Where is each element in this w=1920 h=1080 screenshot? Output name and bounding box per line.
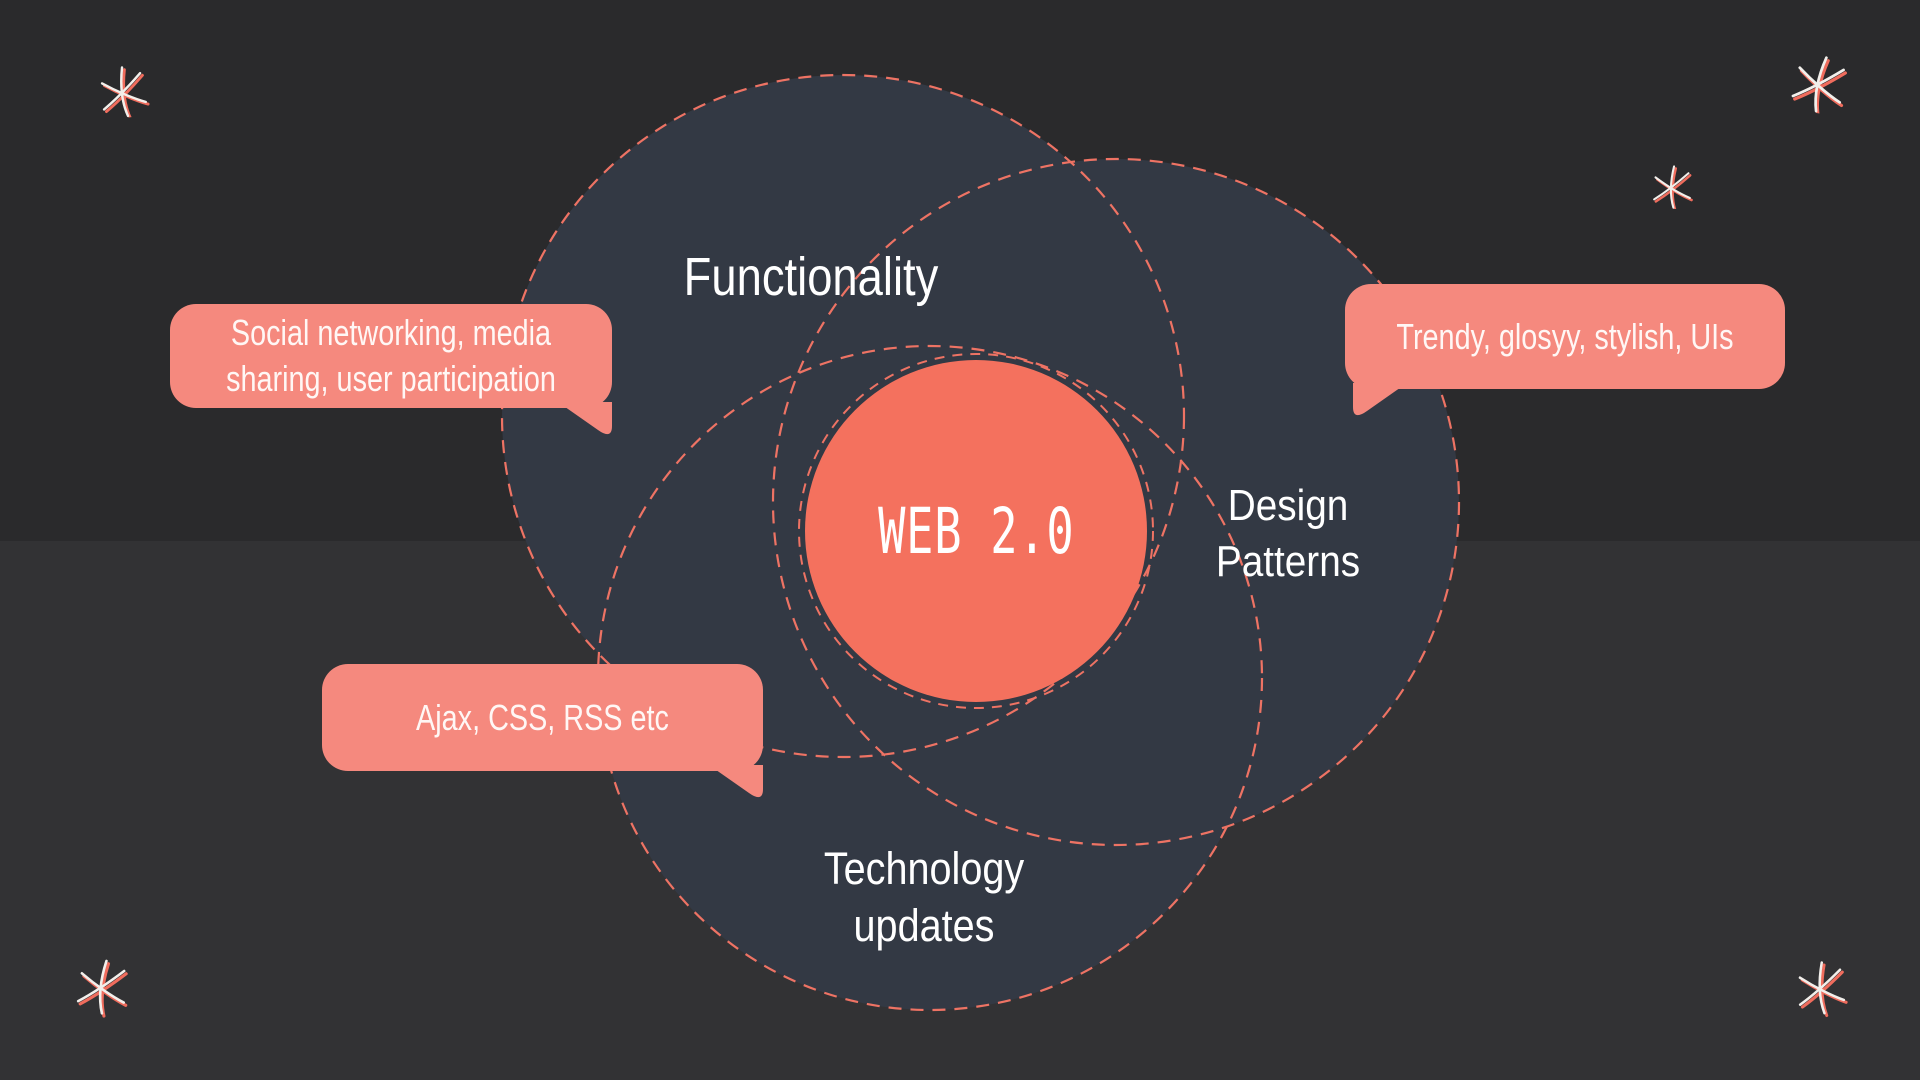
web20-center-badge: WEB 2.0 (805, 360, 1147, 702)
web20-title: WEB 2.0 (877, 494, 1075, 568)
functionality-label: Functionality (683, 247, 939, 307)
callout-tail-icon (1353, 383, 1407, 416)
design-patterns-label: Design Patterns (1216, 478, 1360, 590)
technology-updates-label-line1: Technology (823, 843, 1025, 894)
callout-ajax-css-rss-text: Ajax, CSS, RSS etc (416, 696, 669, 738)
callout-trendy-stylish-text: Trendy, glosyy, stylish, UIs (1396, 315, 1734, 357)
technology-updates-label: Technology updates (824, 840, 1024, 954)
design-patterns-label-line2: Patterns (1215, 537, 1361, 586)
technology-updates-label-line2: updates (853, 900, 995, 951)
callout-social-networking: Social networking, media sharing, user p… (170, 304, 612, 435)
design-patterns-label-line1: Design (1227, 481, 1349, 530)
callout-ajax-css-rss: Ajax, CSS, RSS etc (322, 664, 763, 798)
callout-tail-icon (558, 402, 612, 435)
callout-social-networking-text: Social networking, media sharing, user p… (226, 312, 556, 399)
callout-tail-icon (709, 765, 763, 798)
callout-trendy-stylish: Trendy, glosyy, stylish, UIs (1345, 284, 1785, 416)
